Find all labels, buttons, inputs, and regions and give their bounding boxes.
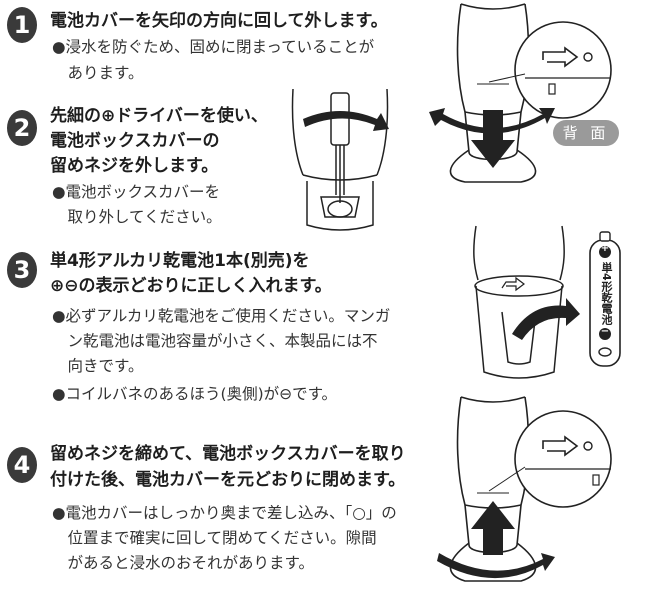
- down-arrow-icon: [471, 110, 515, 168]
- battery-plus-mark: +: [600, 243, 610, 254]
- up-arrow-icon: [471, 501, 515, 555]
- step-4-note-line: 位置まで確実に回して閉めてください。隙間: [52, 529, 377, 547]
- step-3-note-line: ●必ずアルカリ乾電池をご使用ください。マンガ: [52, 307, 391, 325]
- step-2-badge: 2: [7, 110, 37, 146]
- step-1-illustration: [429, 3, 612, 183]
- step-1-heading: 電池カバーを矢印の方向に回して外します。: [50, 11, 388, 31]
- battery-label: 単4形乾電池: [600, 262, 613, 325]
- step-2-illustration: [291, 88, 389, 231]
- step-3-badge: 3: [7, 252, 37, 288]
- step-3-note-line: 向きです。: [52, 357, 144, 375]
- step-2-heading: 電池ボックスカバーの: [50, 131, 220, 151]
- step-1-note-line: ●浸水を防ぐため、固めに閉まっていることが: [52, 38, 375, 56]
- back-label: 背 面: [553, 120, 619, 146]
- insert-arrow-icon: [512, 298, 580, 340]
- battery-minus-mark: −: [600, 326, 610, 337]
- step-4-note-line: ●電池カバーはしっかり奥まで差し込み、「○」の: [52, 504, 397, 522]
- step-3-illustration: [473, 225, 621, 379]
- step-3-note-line: ン乾電池は電池容量が小さく、本製品には不: [52, 332, 378, 350]
- step-1-note-line: あります。: [52, 64, 144, 82]
- step-3-note-line: ●コイルバネのあるほう(奥側)が⊖です。: [52, 385, 338, 403]
- step-2-heading: 留めネジを外します。: [50, 156, 219, 176]
- rotate-arrow-icon: [437, 553, 555, 579]
- step-2-heading: 先細の⊕ドライバーを使い、: [50, 106, 268, 126]
- step-4-heading: 付けた後、電池カバーを元どおりに閉めます。: [50, 470, 406, 490]
- rotate-arrow-icon: [429, 108, 555, 134]
- step-4-heading: 留めネジを締めて、電池ボックスカバーを取り: [50, 444, 406, 464]
- step-2-note-line: 取り外してください。: [52, 208, 222, 226]
- rotate-arrow-icon: [303, 111, 389, 131]
- step-4-badge: 4: [7, 447, 37, 483]
- step-3-heading: ⊕⊖の表示どおりに正しく入れます。: [50, 276, 332, 296]
- step-3-heading: 単4形アルカリ乾電池1本(別売)を: [50, 251, 310, 271]
- battery-icon: [589, 231, 621, 367]
- step-1-badge: 1: [7, 7, 37, 43]
- step-4-note-line: があると浸水のおそれがあります。: [52, 554, 314, 572]
- step-4-illustration: [437, 396, 612, 582]
- step-2-note-line: ●電池ボックスカバーを: [52, 183, 221, 201]
